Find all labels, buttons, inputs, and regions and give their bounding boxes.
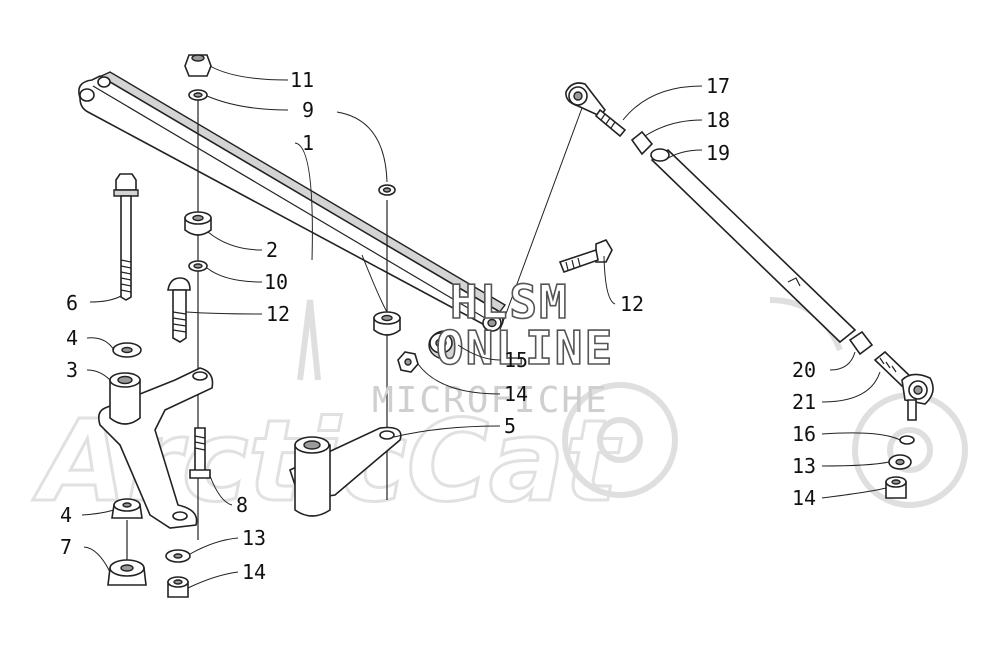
nut-14-left [167, 576, 189, 598]
callout-14-right: 14 [792, 486, 816, 510]
bolt-12-right [558, 239, 613, 274]
callout-21: 21 [792, 390, 816, 414]
callout-1: 1 [302, 131, 314, 155]
callout-13-right: 13 [792, 454, 816, 478]
callout-4-lower: 4 [60, 503, 72, 527]
callout-17: 17 [706, 74, 730, 98]
callout-5: 5 [504, 414, 516, 438]
callout-6: 6 [66, 291, 78, 315]
callout-9: 9 [302, 98, 314, 122]
watermark-line2: ONLINE [436, 321, 614, 375]
callout-labels: 11 9 1 2 10 12 6 4 3 8 4 7 13 14 15 14 5… [60, 68, 816, 584]
callout-10: 10 [264, 270, 288, 294]
nut-4-lower [111, 498, 143, 519]
callout-2: 2 [266, 238, 278, 262]
callout-14-mid: 14 [504, 382, 528, 406]
stud-8 [189, 427, 211, 479]
bracket-3 [98, 367, 214, 529]
callout-3: 3 [66, 358, 78, 382]
nut-14-mid [397, 351, 419, 373]
bolt-12-left [167, 277, 191, 343]
callout-7: 7 [60, 535, 72, 559]
link-arm-1 [78, 71, 507, 332]
callout-8: 8 [236, 493, 248, 517]
nut-11 [184, 54, 212, 77]
snowmobile-outline-watermark [297, 297, 968, 508]
callout-18: 18 [706, 108, 730, 132]
callout-12-right: 12 [620, 292, 644, 316]
nut-14-right [885, 476, 907, 499]
bolt-6 [113, 173, 139, 301]
washer-13-right [888, 454, 912, 470]
callout-4-upper: 4 [66, 326, 78, 350]
callout-19: 19 [706, 141, 730, 165]
watermark-line1: HLSM [450, 275, 569, 329]
hlsm-watermark: HLSM ONLINE MICROFICHE [372, 274, 614, 421]
jam-nut-18 [630, 130, 654, 156]
callout-15: 15 [504, 348, 528, 372]
tube-19 [650, 148, 857, 344]
watermark-line3: MICROFICHE [372, 380, 609, 421]
washer-16 [899, 435, 915, 445]
assembly-guide-line [499, 107, 583, 331]
washer-4-upper [112, 342, 142, 358]
callout-20: 20 [792, 358, 816, 382]
rod-end-17 [565, 82, 627, 138]
callout-14-left: 14 [242, 560, 266, 584]
jam-nut-20 [848, 330, 874, 356]
nut-7 [107, 520, 147, 586]
callout-12-left: 12 [266, 302, 290, 326]
plate-5 [289, 426, 402, 517]
leader-lines [81, 65, 901, 589]
callout-11: 11 [290, 68, 314, 92]
rod-end-21 [873, 350, 934, 421]
callout-13-left: 13 [242, 526, 266, 550]
callout-16: 16 [792, 422, 816, 446]
washer-13-left [165, 549, 191, 563]
bushing-15 [428, 330, 462, 360]
